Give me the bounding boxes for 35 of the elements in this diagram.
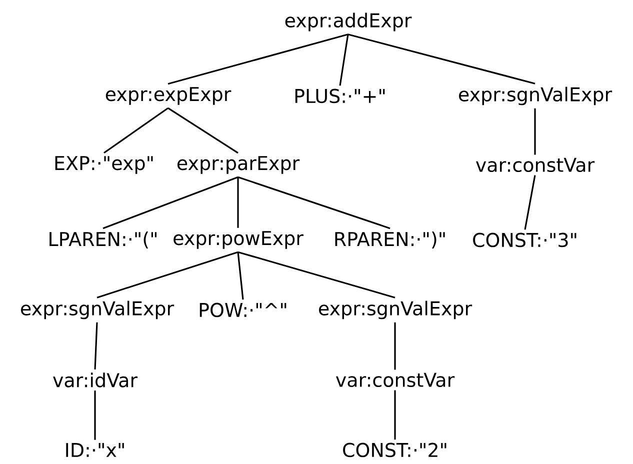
tree-branch xyxy=(238,176,390,230)
tree-branch xyxy=(96,251,238,298)
tree-node-label: expr:sgnValExpr xyxy=(459,86,612,106)
tree-node-label: PLUS:·"+" xyxy=(295,88,385,104)
tree-branch xyxy=(102,176,238,230)
tree-node-label: expr:parExpr xyxy=(177,156,300,174)
tree-node-label: var:constVar xyxy=(336,372,455,388)
tree-node-label: expr:sgnValExpr xyxy=(319,300,472,320)
tree-node-label: RPAREN:·")" xyxy=(335,232,445,248)
tree-branch xyxy=(94,390,96,440)
tree-node-label: var:idVar xyxy=(53,372,138,388)
tree-branch xyxy=(339,34,349,86)
tree-branch xyxy=(238,251,396,298)
tree-node-label: CONST:·"2" xyxy=(343,442,446,458)
tree-node-label: CONST:·"3" xyxy=(473,232,576,248)
tree-node-label: var:constVar xyxy=(476,158,595,172)
tree-branch xyxy=(237,177,239,228)
tree-branch xyxy=(104,107,168,154)
tree-branch xyxy=(524,175,536,230)
tree-node-label: expr:sgnValExpr xyxy=(21,300,174,320)
tree-node-label: ID:·"x" xyxy=(66,443,124,457)
tree-node-label: expr:addExpr xyxy=(285,12,412,32)
tree-branch xyxy=(394,390,396,440)
tree-branch xyxy=(237,252,244,300)
tree-branch xyxy=(168,107,238,154)
tree-branch xyxy=(348,34,536,84)
tree-branch xyxy=(534,108,536,155)
tree-node-label: POW:·"^" xyxy=(200,302,286,318)
tree-node-label: expr:powExpr xyxy=(174,231,304,249)
tree-branch xyxy=(94,322,98,370)
tree-node-label: expr:expExpr xyxy=(106,87,232,105)
tree-node-label: EXP:·"exp" xyxy=(55,156,153,174)
tree-node-label: LPAREN:·"(" xyxy=(50,232,156,248)
tree-branch xyxy=(168,34,348,85)
tree-branch xyxy=(394,322,396,370)
